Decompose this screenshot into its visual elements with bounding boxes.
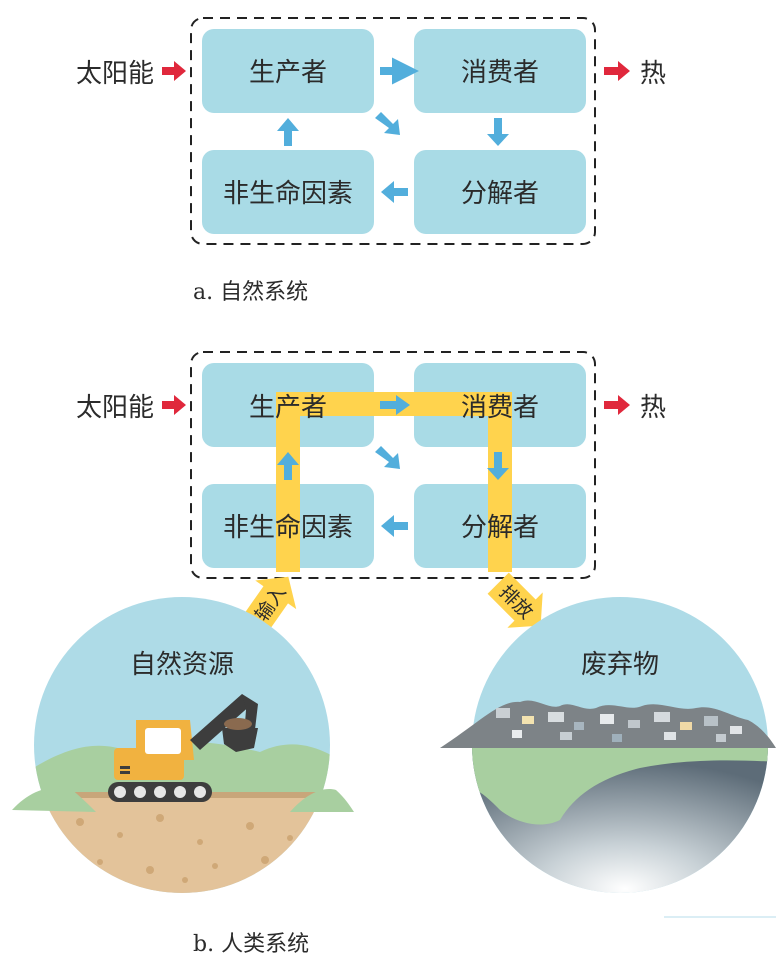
heat-arrow-a <box>604 61 630 81</box>
sun-label-a: 太阳能 <box>76 59 154 89</box>
box-abiotic-a <box>202 150 374 234</box>
diagram-b: 生产者 消费者 非生命因素 分解者 太阳能 热 输入 排放 <box>12 351 776 918</box>
box-decomposer-a <box>414 150 586 234</box>
diagram-a: 生产者 消费者 非生命因素 分解者 太阳能 热 <box>76 17 666 245</box>
label-consumer-a: 消费者 <box>461 58 539 88</box>
label-decomposer-b: 分解者 <box>461 513 539 543</box>
box-consumer-a <box>414 29 586 113</box>
arrow-producer-to-decomposer-a <box>375 112 400 135</box>
arrow-producer-to-consumer-b <box>380 395 410 415</box>
system-boundary-b <box>190 351 596 579</box>
waste-illustration: 废弃物 <box>440 597 776 893</box>
waste-label: 废弃物 <box>581 650 659 680</box>
arrow-consumer-to-decomposer-b <box>487 452 509 480</box>
label-abiotic-a: 非生命因素 <box>223 179 353 209</box>
human-flow-path <box>276 392 512 572</box>
natural-resources-label: 自然资源 <box>130 650 234 680</box>
heat-arrow-b <box>604 395 630 415</box>
label-producer-b: 生产者 <box>249 393 327 423</box>
arrow-abiotic-to-producer-b <box>277 452 299 480</box>
sun-arrow-b <box>162 395 186 415</box>
excavator <box>108 694 258 802</box>
label-decomposer-a: 分解者 <box>461 179 539 209</box>
caption-b: b. 人类系统 <box>193 932 310 957</box>
sun-label-b: 太阳能 <box>76 393 154 423</box>
natural-resources-illustration: 自然资源 <box>12 597 354 893</box>
label-producer-a: 生产者 <box>249 58 327 88</box>
label-consumer-b: 消费者 <box>461 393 539 423</box>
caption-a: a. 自然系统 <box>193 280 309 305</box>
garbage-items <box>496 708 742 742</box>
arrow-decomposer-to-abiotic-b <box>381 515 408 537</box>
box-producer-a <box>202 29 374 113</box>
heat-label-a: 热 <box>640 59 666 89</box>
sun-arrow-a <box>162 61 186 81</box>
arrow-consumer-to-decomposer-a <box>487 118 509 146</box>
arrow-producer-to-decomposer-b <box>375 446 400 469</box>
system-boundary-a <box>190 17 596 245</box>
heat-label-b: 热 <box>640 393 666 423</box>
arrow-abiotic-to-producer-a <box>277 118 299 146</box>
arrow-decomposer-to-abiotic-a <box>381 181 408 203</box>
arrow-producer-to-consumer-a <box>380 57 419 85</box>
label-abiotic-b: 非生命因素 <box>223 513 353 543</box>
